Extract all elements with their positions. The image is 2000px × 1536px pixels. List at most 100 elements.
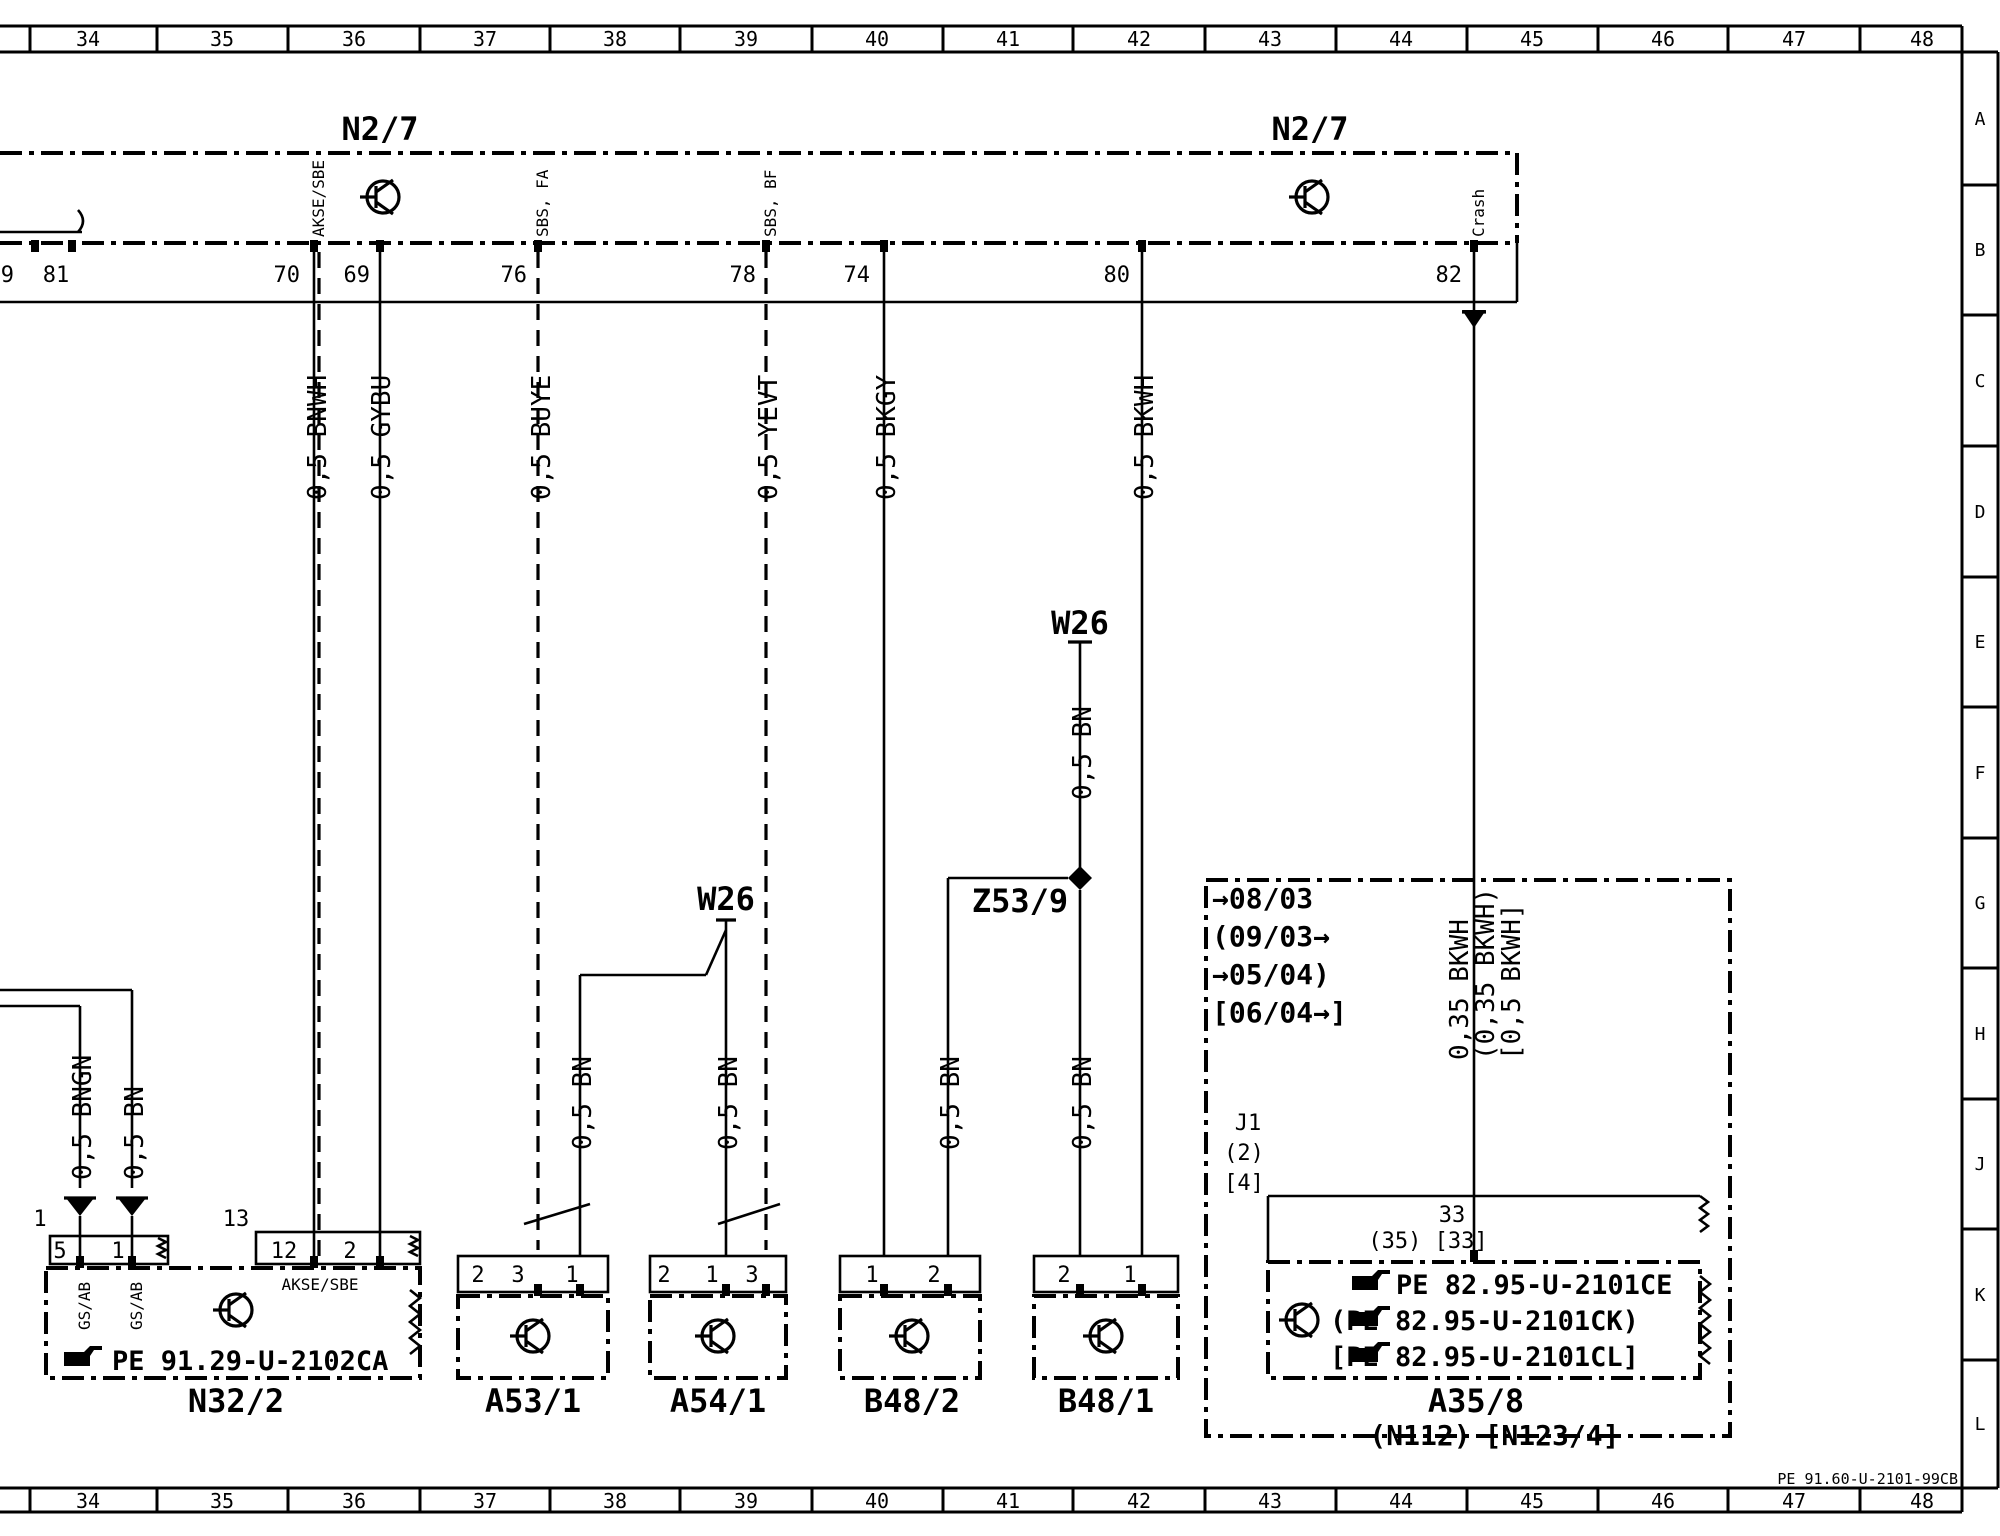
pin-number: 74 bbox=[844, 263, 871, 288]
component-label: N32/2 bbox=[188, 1382, 284, 1420]
wire-label: 0,5 BN bbox=[568, 1056, 598, 1150]
pin-number: 1 bbox=[565, 1263, 578, 1288]
row-letter: J bbox=[1975, 1154, 1986, 1175]
splice-label: Z53/9 bbox=[972, 882, 1068, 920]
bottom-column-ticks bbox=[28, 1488, 1862, 1512]
pin-number: 2 bbox=[1057, 1263, 1070, 1288]
component-b48-2: 1 2 B48/2 bbox=[838, 1254, 982, 1420]
signal-label: GS/AB bbox=[127, 1282, 146, 1330]
row-letter: D bbox=[1975, 502, 1986, 523]
pin-number: 3 bbox=[745, 1263, 758, 1288]
column-number: 47 bbox=[1782, 27, 1806, 51]
column-number: 39 bbox=[734, 27, 758, 51]
reference-text: PE 82.95-U-2101CE bbox=[1396, 1270, 1672, 1301]
wire-label: 0,5 BUYE bbox=[527, 375, 557, 500]
wire-label: 0,5 BNGN bbox=[68, 1055, 98, 1180]
signal-label: Crash bbox=[1469, 189, 1488, 237]
component-alt-label: (N112) bbox=[1369, 1419, 1470, 1452]
wire-bkgy: 0,5 BKGY bbox=[872, 252, 902, 1256]
drawing-frame: 34 35 36 37 38 39 40 41 42 43 44 45 46 4… bbox=[0, 24, 2000, 1514]
top-column-ticks bbox=[28, 26, 1862, 52]
transistor-icon bbox=[510, 1317, 551, 1355]
pin-number: 70 bbox=[274, 263, 301, 288]
column-number: 42 bbox=[1127, 27, 1151, 51]
signal-label: AKSE/SBE bbox=[309, 160, 328, 237]
column-number: 41 bbox=[996, 1489, 1020, 1513]
column-number: 40 bbox=[865, 27, 889, 51]
row-letter: K bbox=[1975, 1285, 1986, 1306]
row-letter: F bbox=[1975, 763, 1986, 784]
wire-bkwh: 0,5 BKWH bbox=[1130, 252, 1160, 1256]
column-number: 46 bbox=[1651, 27, 1675, 51]
pin-number: 2 bbox=[657, 1263, 670, 1288]
row-letter: A bbox=[1975, 109, 1986, 130]
column-number: 34 bbox=[76, 1489, 100, 1513]
wire-label: 0,5 BKGY bbox=[872, 374, 902, 500]
wire-label: 0,5 YEVT bbox=[754, 374, 784, 500]
date-note: →05/04) bbox=[1212, 958, 1330, 991]
row-letter: B bbox=[1975, 240, 1986, 261]
pin-number: 82 bbox=[1436, 263, 1463, 288]
pin-number: 80 bbox=[1104, 263, 1131, 288]
reference-text: (PE 82.95-U-2101CK) bbox=[1330, 1306, 1639, 1337]
wire-yevt: 0,5 YEVT bbox=[754, 252, 784, 1250]
wire-label: 0,5 BN bbox=[936, 1056, 966, 1150]
transistor-icon bbox=[695, 1317, 736, 1355]
transistor-icon bbox=[889, 1317, 930, 1355]
column-number: 44 bbox=[1389, 1489, 1413, 1513]
pin-number: 2 bbox=[343, 1239, 356, 1264]
wires-left: 0,5 BNGN 0,5 BN bbox=[0, 988, 150, 1256]
transistor-icon bbox=[1289, 178, 1330, 216]
pin-label: (2) bbox=[1224, 1141, 1264, 1166]
component-a35-8: →08/03 (09/03→ →05/04) [06/04→] 0,35 BKW… bbox=[1204, 878, 1732, 1452]
component-label: A53/1 bbox=[485, 1382, 581, 1420]
column-number: 45 bbox=[1520, 27, 1544, 51]
pin-number: 1 bbox=[865, 1263, 878, 1288]
wire-label: 0,5 BN bbox=[714, 1056, 744, 1150]
pin-number: 78 bbox=[730, 263, 757, 288]
component-n32-2: 1 13 5 1 12 2 GS/AB GS/AB AKSE/SBE PE 91… bbox=[33, 1207, 423, 1420]
wire-label: 0,5 BN bbox=[1068, 706, 1098, 800]
pin-number: 1 bbox=[1123, 1263, 1136, 1288]
row-letter: H bbox=[1975, 1024, 1986, 1045]
column-number: 47 bbox=[1782, 1489, 1806, 1513]
pin-number: 76 bbox=[501, 263, 528, 288]
wire-label: 0,5 BKWH bbox=[1130, 375, 1160, 500]
wire-crash bbox=[1462, 252, 1486, 1250]
column-number: 46 bbox=[1651, 1489, 1675, 1513]
pin-number: 2 bbox=[471, 1263, 484, 1288]
pin-number: (35) [33] bbox=[1368, 1229, 1487, 1254]
column-number: 43 bbox=[1258, 1489, 1282, 1513]
wire-label: 0,5 BN bbox=[120, 1086, 150, 1180]
pin-number: 1 bbox=[111, 1239, 124, 1264]
column-number: 40 bbox=[865, 1489, 889, 1513]
signal-label: SBS, FA bbox=[533, 169, 552, 237]
reference-text: [PE 82.95-U-2101CL] bbox=[1330, 1342, 1639, 1373]
date-note: →08/03 bbox=[1212, 882, 1313, 915]
column-number: 43 bbox=[1258, 27, 1282, 51]
signal-label: AKSE/SBE bbox=[281, 1275, 358, 1294]
column-number: 34 bbox=[76, 27, 100, 51]
component-label: A35/8 bbox=[1428, 1382, 1524, 1420]
column-number: 48 bbox=[1910, 1489, 1934, 1513]
pin-number: 12 bbox=[271, 1239, 298, 1264]
reference-pointer-icon bbox=[64, 1346, 102, 1366]
wire-label: [0,5 BKWH] bbox=[1497, 903, 1527, 1060]
column-number: 45 bbox=[1520, 1489, 1544, 1513]
pin-number: 2 bbox=[927, 1263, 940, 1288]
wire-label: 0,5 BNWH bbox=[303, 375, 333, 500]
column-number: 36 bbox=[342, 27, 366, 51]
pin-number: 33 bbox=[1439, 1203, 1466, 1228]
ground-label: W26 bbox=[697, 880, 755, 918]
column-number: 42 bbox=[1127, 1489, 1151, 1513]
column-number: 36 bbox=[342, 1489, 366, 1513]
pin-number: 69 bbox=[344, 263, 371, 288]
ground-label: W26 bbox=[1051, 604, 1109, 642]
wire-gybu: 0,5 GYBU bbox=[367, 252, 397, 1256]
splice-z53-9: Z53/9 0,5 BN 0,5 BN bbox=[936, 866, 1098, 1256]
column-number: 48 bbox=[1910, 27, 1934, 51]
date-note: [06/04→] bbox=[1212, 996, 1347, 1029]
pin-label: J1 bbox=[1235, 1111, 1262, 1136]
row-letter: C bbox=[1975, 371, 1986, 392]
